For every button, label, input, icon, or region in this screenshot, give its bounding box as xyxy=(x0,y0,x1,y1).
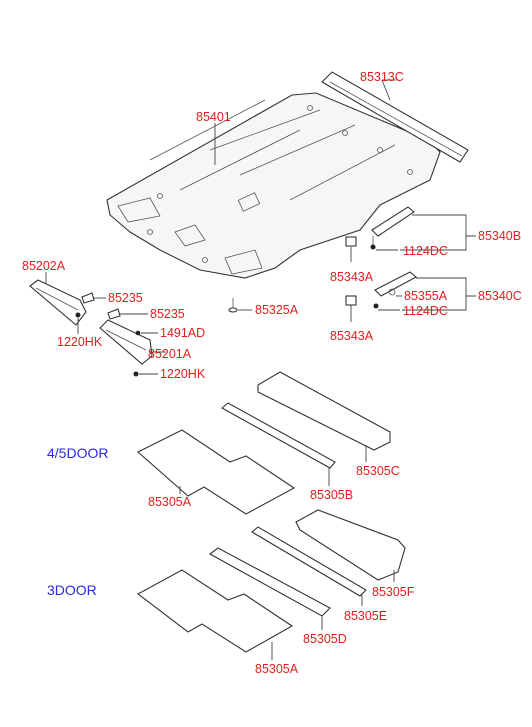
screw-1220HK-lower xyxy=(133,371,139,377)
label-85235-lower: 85235 xyxy=(150,307,185,321)
pad-85305F xyxy=(295,509,406,581)
label-85340B: 85340B xyxy=(478,229,521,243)
grip-handle-85340C xyxy=(373,271,417,309)
bolt-85325A xyxy=(228,298,238,313)
pad-85305B xyxy=(221,402,336,469)
sunvisor-85201A xyxy=(99,319,153,365)
clip-85343A-upper xyxy=(345,236,357,247)
label-85340C: 85340C xyxy=(478,289,522,303)
label-85202A: 85202A xyxy=(22,259,66,273)
label-85305F: 85305F xyxy=(372,585,415,599)
label-85401: 85401 xyxy=(196,110,231,124)
label-85343A-lower: 85343A xyxy=(330,329,374,343)
headliner-85401 xyxy=(106,92,441,279)
label-85325A: 85325A xyxy=(255,303,299,317)
section-label-45door: 4/5DOOR xyxy=(47,445,108,461)
pad-85305A-45door xyxy=(137,429,296,515)
holder-85235-lower xyxy=(107,308,121,320)
label-85201A: 85201A xyxy=(148,347,192,361)
label-85305E: 85305E xyxy=(344,609,387,623)
label-85313C: 85313C xyxy=(360,70,404,84)
clip-85343A-lower xyxy=(345,295,357,306)
label-85305A-45door: 85305A xyxy=(148,495,192,509)
pad-85305D xyxy=(208,547,331,617)
pad-85305A-3door xyxy=(136,569,294,653)
pad-85305E xyxy=(251,526,367,597)
label-85305A-3door: 85305A xyxy=(255,662,299,676)
rail-85313C xyxy=(321,71,469,163)
grip-handle-85340B xyxy=(370,206,415,250)
label-1220HK-lower: 1220HK xyxy=(160,367,206,381)
label-1220HK-upper: 1220HK xyxy=(57,335,103,349)
clip-1491AD xyxy=(135,330,141,336)
label-1124DC-lower: 1124DC xyxy=(403,304,448,318)
label-85343A-upper: 85343A xyxy=(330,270,374,284)
leader-lines xyxy=(45,79,476,660)
label-85305D: 85305D xyxy=(303,632,347,646)
label-85355A: 85355A xyxy=(404,289,448,303)
label-1491AD: 1491AD xyxy=(160,326,205,340)
label-1124DC-upper: 1124DC xyxy=(403,244,448,258)
holder-85235-upper xyxy=(81,292,95,304)
sunvisor-85202A xyxy=(29,279,87,326)
label-85235-upper: 85235 xyxy=(108,291,143,305)
label-85305C: 85305C xyxy=(356,464,400,478)
section-label-3door: 3DOOR xyxy=(47,582,97,598)
pad-85305C xyxy=(257,371,391,451)
screw-1220HK-upper xyxy=(75,312,81,318)
label-85305B: 85305B xyxy=(310,488,353,502)
